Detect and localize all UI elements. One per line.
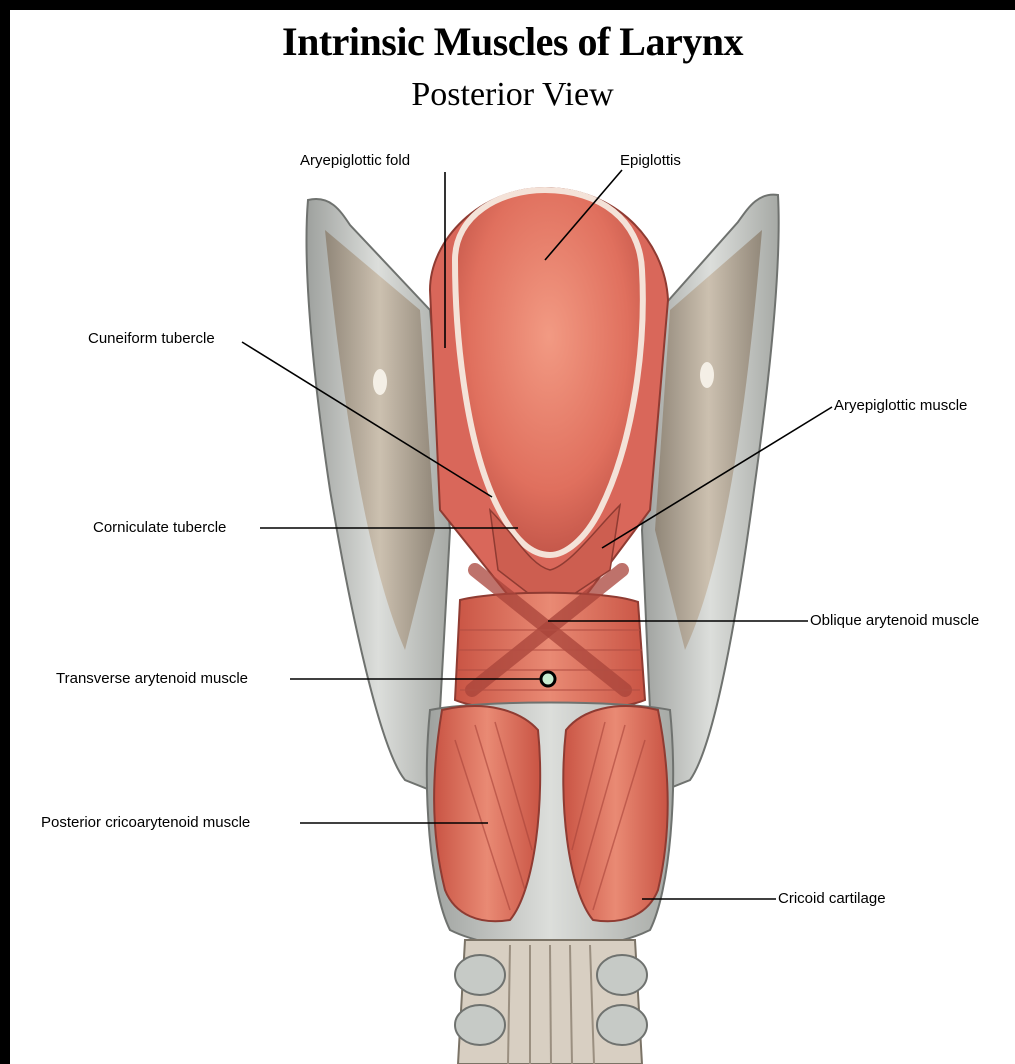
pointer-dot	[541, 672, 555, 686]
label-cricoid-cartilage: Cricoid cartilage	[778, 890, 886, 908]
label-epiglottis: Epiglottis	[620, 152, 681, 170]
label-posterior-cricoarytenoid-muscle: Posterior cricoarytenoid muscle	[41, 814, 250, 832]
diagram-canvas: Intrinsic Muscles of Larynx Posterior Vi…	[10, 10, 1015, 1064]
label-corniculate-tubercle: Corniculate tubercle	[93, 519, 226, 537]
label-cuneiform-tubercle: Cuneiform tubercle	[88, 330, 215, 348]
label-aryepiglottic-fold: Aryepiglottic fold	[300, 152, 410, 170]
label-aryepiglottic-muscle: Aryepiglottic muscle	[834, 397, 967, 415]
label-oblique-arytenoid-muscle: Oblique arytenoid muscle	[810, 612, 979, 630]
label-transverse-arytenoid-muscle: Transverse arytenoid muscle	[56, 670, 248, 688]
arytenoid-muscle-block	[455, 593, 645, 712]
